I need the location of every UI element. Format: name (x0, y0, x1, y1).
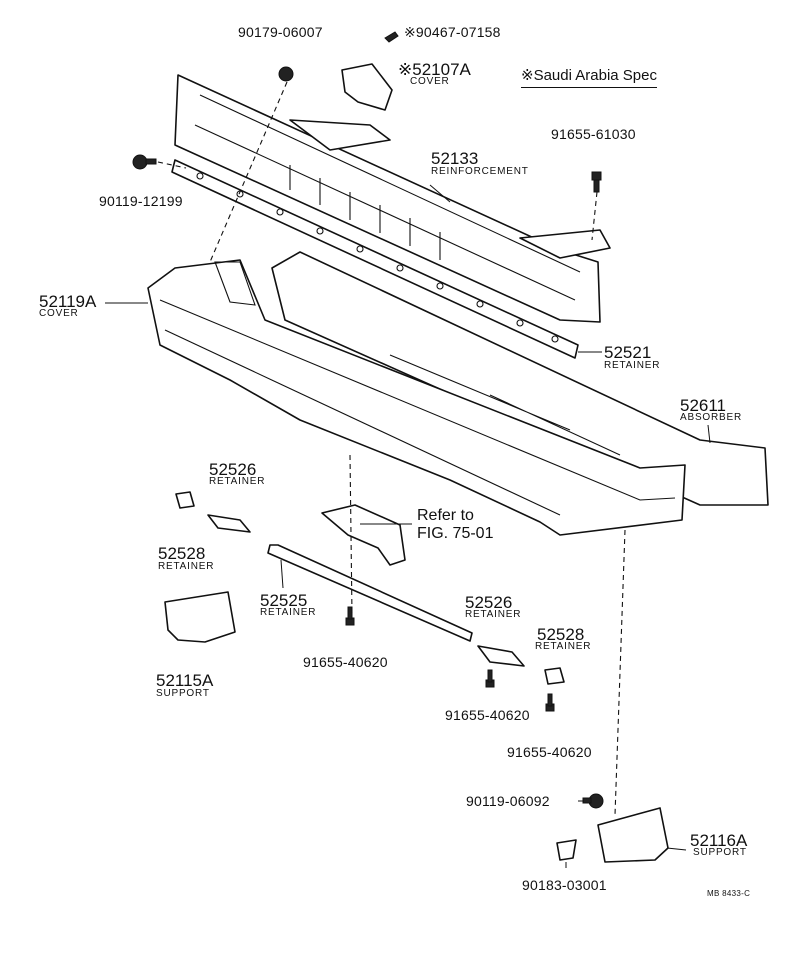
nut-90179-06007 (278, 66, 294, 82)
clip-90183-03001 (556, 839, 577, 861)
retainer-52526-left (207, 514, 251, 533)
part-name-label: RETAINER (604, 360, 661, 371)
reference-line-1: Refer to (417, 507, 474, 524)
part-number-label: 52133 (431, 149, 479, 168)
part-number-label: 91655-40620 (507, 744, 592, 760)
part-number-label: 91655-40620 (303, 654, 388, 670)
part-number-label: 90119-12199 (99, 193, 183, 209)
support-52115A (164, 591, 236, 643)
bumper-cover-52119A (147, 259, 686, 536)
retainer-52526-right (477, 645, 525, 667)
part-number-label: 90179-06007 (238, 24, 323, 40)
part-number-label: 91655-40620 (445, 707, 530, 723)
part-number-label: ※52107A (398, 60, 471, 79)
bracket-fig-75-01 (321, 504, 406, 566)
bolt-90119-12199 (132, 154, 157, 170)
part-number-label: 52521 (604, 343, 652, 362)
part-name-label: REINFORCEMENT (431, 166, 529, 177)
absorber-52611 (271, 251, 769, 506)
bolt-90119-06092 (582, 793, 604, 809)
saudi-spec-note: ※Saudi Arabia Spec (521, 68, 657, 88)
retainer-strip-52521 (171, 159, 579, 359)
part-number-label: 52115A (156, 671, 214, 690)
part-name-label: RETAINER (535, 641, 592, 652)
part-name-label: ABSORBER (680, 412, 742, 423)
part-number-label: 52119A (39, 292, 97, 311)
part-number-label: 52526 (209, 460, 257, 479)
reinforcement-52133 (174, 74, 611, 323)
part-name-label: RETAINER (465, 609, 522, 620)
part-name-label: SUPPORT (156, 688, 210, 699)
part-number-label: ※90467-07158 (404, 24, 501, 40)
part-number-label: 91655-61030 (551, 126, 636, 142)
part-name-label: RETAINER (158, 561, 215, 572)
cover-52107A (341, 63, 393, 111)
bolt-91655-40620-c (545, 693, 555, 712)
part-number-label: 52611 (680, 396, 727, 415)
part-number-label: 52526 (465, 593, 513, 612)
bolt-91655-40620-a (345, 606, 355, 626)
retainer-52525 (267, 544, 473, 642)
part-number-label: 52528 (158, 544, 206, 563)
part-number-label: 90119-06092 (466, 793, 550, 809)
part-number-label: 52116A (690, 831, 748, 850)
screw-90467-07158 (384, 31, 399, 43)
retainer-52528-left (175, 491, 195, 509)
part-name-label: SUPPORT (693, 847, 747, 858)
part-name-label: COVER (410, 76, 450, 87)
part-number-label: 52528 (537, 625, 585, 644)
support-52116A (597, 807, 669, 863)
reference-line-2: FIG. 75-01 (417, 525, 494, 542)
figure-id: MB 8433-C (707, 889, 751, 898)
part-name-label: RETAINER (209, 476, 266, 487)
bolt-91655-40620-b (485, 669, 495, 688)
part-number-label: 90183-03001 (522, 877, 607, 893)
bolt-91655-61030 (591, 171, 602, 193)
retainer-52528-right (544, 667, 565, 685)
part-number-label: 52525 (260, 591, 308, 610)
part-name-label: COVER (39, 308, 79, 319)
part-name-label: RETAINER (260, 607, 317, 618)
